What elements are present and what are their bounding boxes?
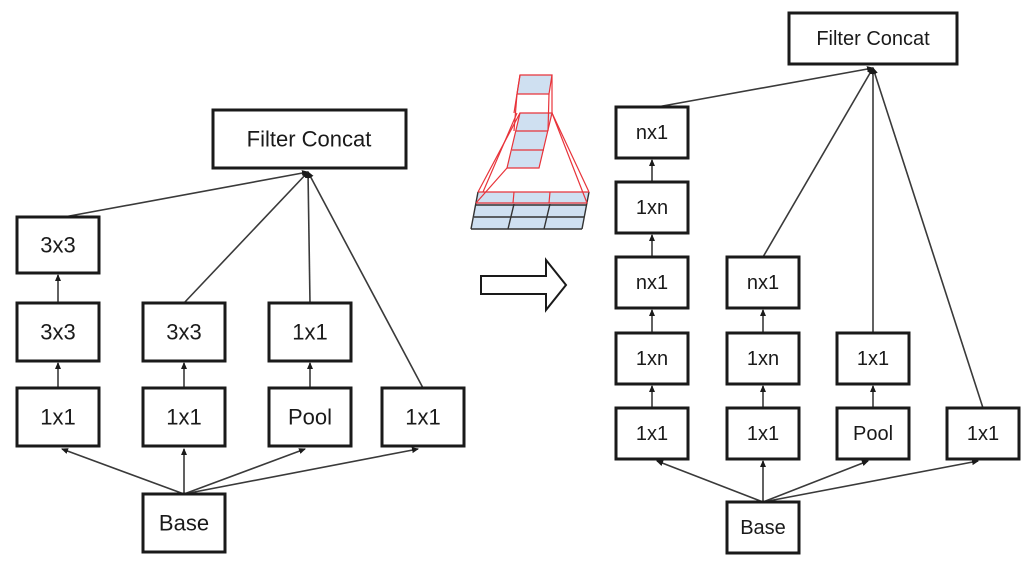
right-col2-box-2: 1xn [725, 331, 801, 386]
right-col1-box-5-label: 1x1 [636, 423, 668, 445]
right-col3-box-2-label: Pool [853, 423, 893, 445]
right-col1-box-4-label: 1xn [636, 348, 668, 370]
right-filter-concat: Filter Concat [787, 11, 959, 66]
convolution-receptive-field-icon [470, 74, 590, 230]
right-col1-box-2: 1xn [614, 180, 690, 235]
right-col4-box-1: 1x1 [945, 406, 1021, 461]
left-col3-box-bottom-label: Pool [288, 405, 332, 430]
edge-left-col2-to-concat [183, 171, 309, 304]
edge-right-col2-to-concat [762, 67, 874, 258]
right-col4-box-1-label: 1x1 [967, 423, 999, 445]
left-filter-concat: Filter Concat [211, 108, 408, 170]
left-col1-box-mid-label: 3x3 [40, 320, 75, 345]
left-col3-box-bottom: Pool [267, 386, 353, 448]
right-arrow-icon [480, 257, 568, 313]
edge-right-col1-to-concat [656, 66, 874, 108]
left-col1-box-mid: 3x3 [15, 301, 101, 363]
edge-left-col4-to-concat [307, 171, 424, 389]
right-col3-box-1: 1x1 [835, 331, 911, 386]
right-base: Base [725, 500, 801, 555]
left-col3-box-top-label: 1x1 [292, 320, 327, 345]
right-col2-box-3: 1x1 [725, 406, 801, 461]
left-base: Base [141, 492, 227, 554]
left-col2-box-top-label: 3x3 [166, 320, 201, 345]
right-col2-box-3-label: 1x1 [747, 423, 779, 445]
right-col1-box-4: 1xn [614, 331, 690, 386]
right-module-edges [649, 66, 984, 503]
right-filter-concat-label: Filter Concat [816, 28, 930, 50]
left-module-edges [55, 170, 424, 495]
right-col3-box-1-label: 1x1 [857, 348, 889, 370]
left-col2-box-bottom-label: 1x1 [166, 405, 201, 430]
right-module: Filter Concat nx1 1xn nx1 1xn 1x1 nx1 [614, 11, 1021, 555]
right-col2-box-2-label: 1xn [747, 348, 779, 370]
left-filter-concat-label: Filter Concat [247, 127, 372, 152]
left-col2-box-top: 3x3 [141, 301, 227, 363]
edge-left-base-to-col3 [183, 448, 306, 495]
right-col1-box-3: nx1 [614, 255, 690, 310]
edge-left-col3-to-concat [305, 171, 312, 304]
left-col1-box-bottom: 1x1 [15, 386, 101, 448]
edge-left-base-to-col4 [183, 447, 419, 495]
right-col1-box-5: 1x1 [614, 406, 690, 461]
left-col4-box: 1x1 [380, 386, 466, 448]
right-col1-box-1-label: nx1 [636, 122, 668, 144]
right-col2-box-1-label: nx1 [747, 272, 779, 294]
left-col2-box-bottom: 1x1 [141, 386, 227, 448]
right-col1-box-3-label: nx1 [636, 272, 668, 294]
left-col4-box-label: 1x1 [405, 405, 440, 430]
edge-left-base-to-col1 [61, 448, 185, 495]
right-col1-box-1: nx1 [614, 105, 690, 160]
left-col1-box-top-label: 3x3 [40, 233, 75, 258]
left-base-label: Base [159, 511, 209, 536]
edge-left-col1-to-concat [63, 170, 309, 218]
left-module: Filter Concat 3x3 3x3 1x1 3x3 1x1 1x1 [15, 108, 466, 554]
right-col3-box-2: Pool [835, 406, 911, 461]
left-col3-box-top: 1x1 [267, 301, 353, 363]
edge-right-base-to-col3 [762, 460, 869, 503]
right-col2-box-1: nx1 [725, 255, 801, 310]
edge-right-base-to-col1 [656, 460, 764, 503]
right-col1-box-2-label: 1xn [636, 197, 668, 219]
right-base-label: Base [740, 517, 786, 539]
left-col1-box-bottom-label: 1x1 [40, 405, 75, 430]
edge-right-base-to-col4 [762, 459, 979, 503]
edge-right-col4-to-concat [871, 67, 984, 409]
left-col1-box-top: 3x3 [15, 215, 101, 275]
